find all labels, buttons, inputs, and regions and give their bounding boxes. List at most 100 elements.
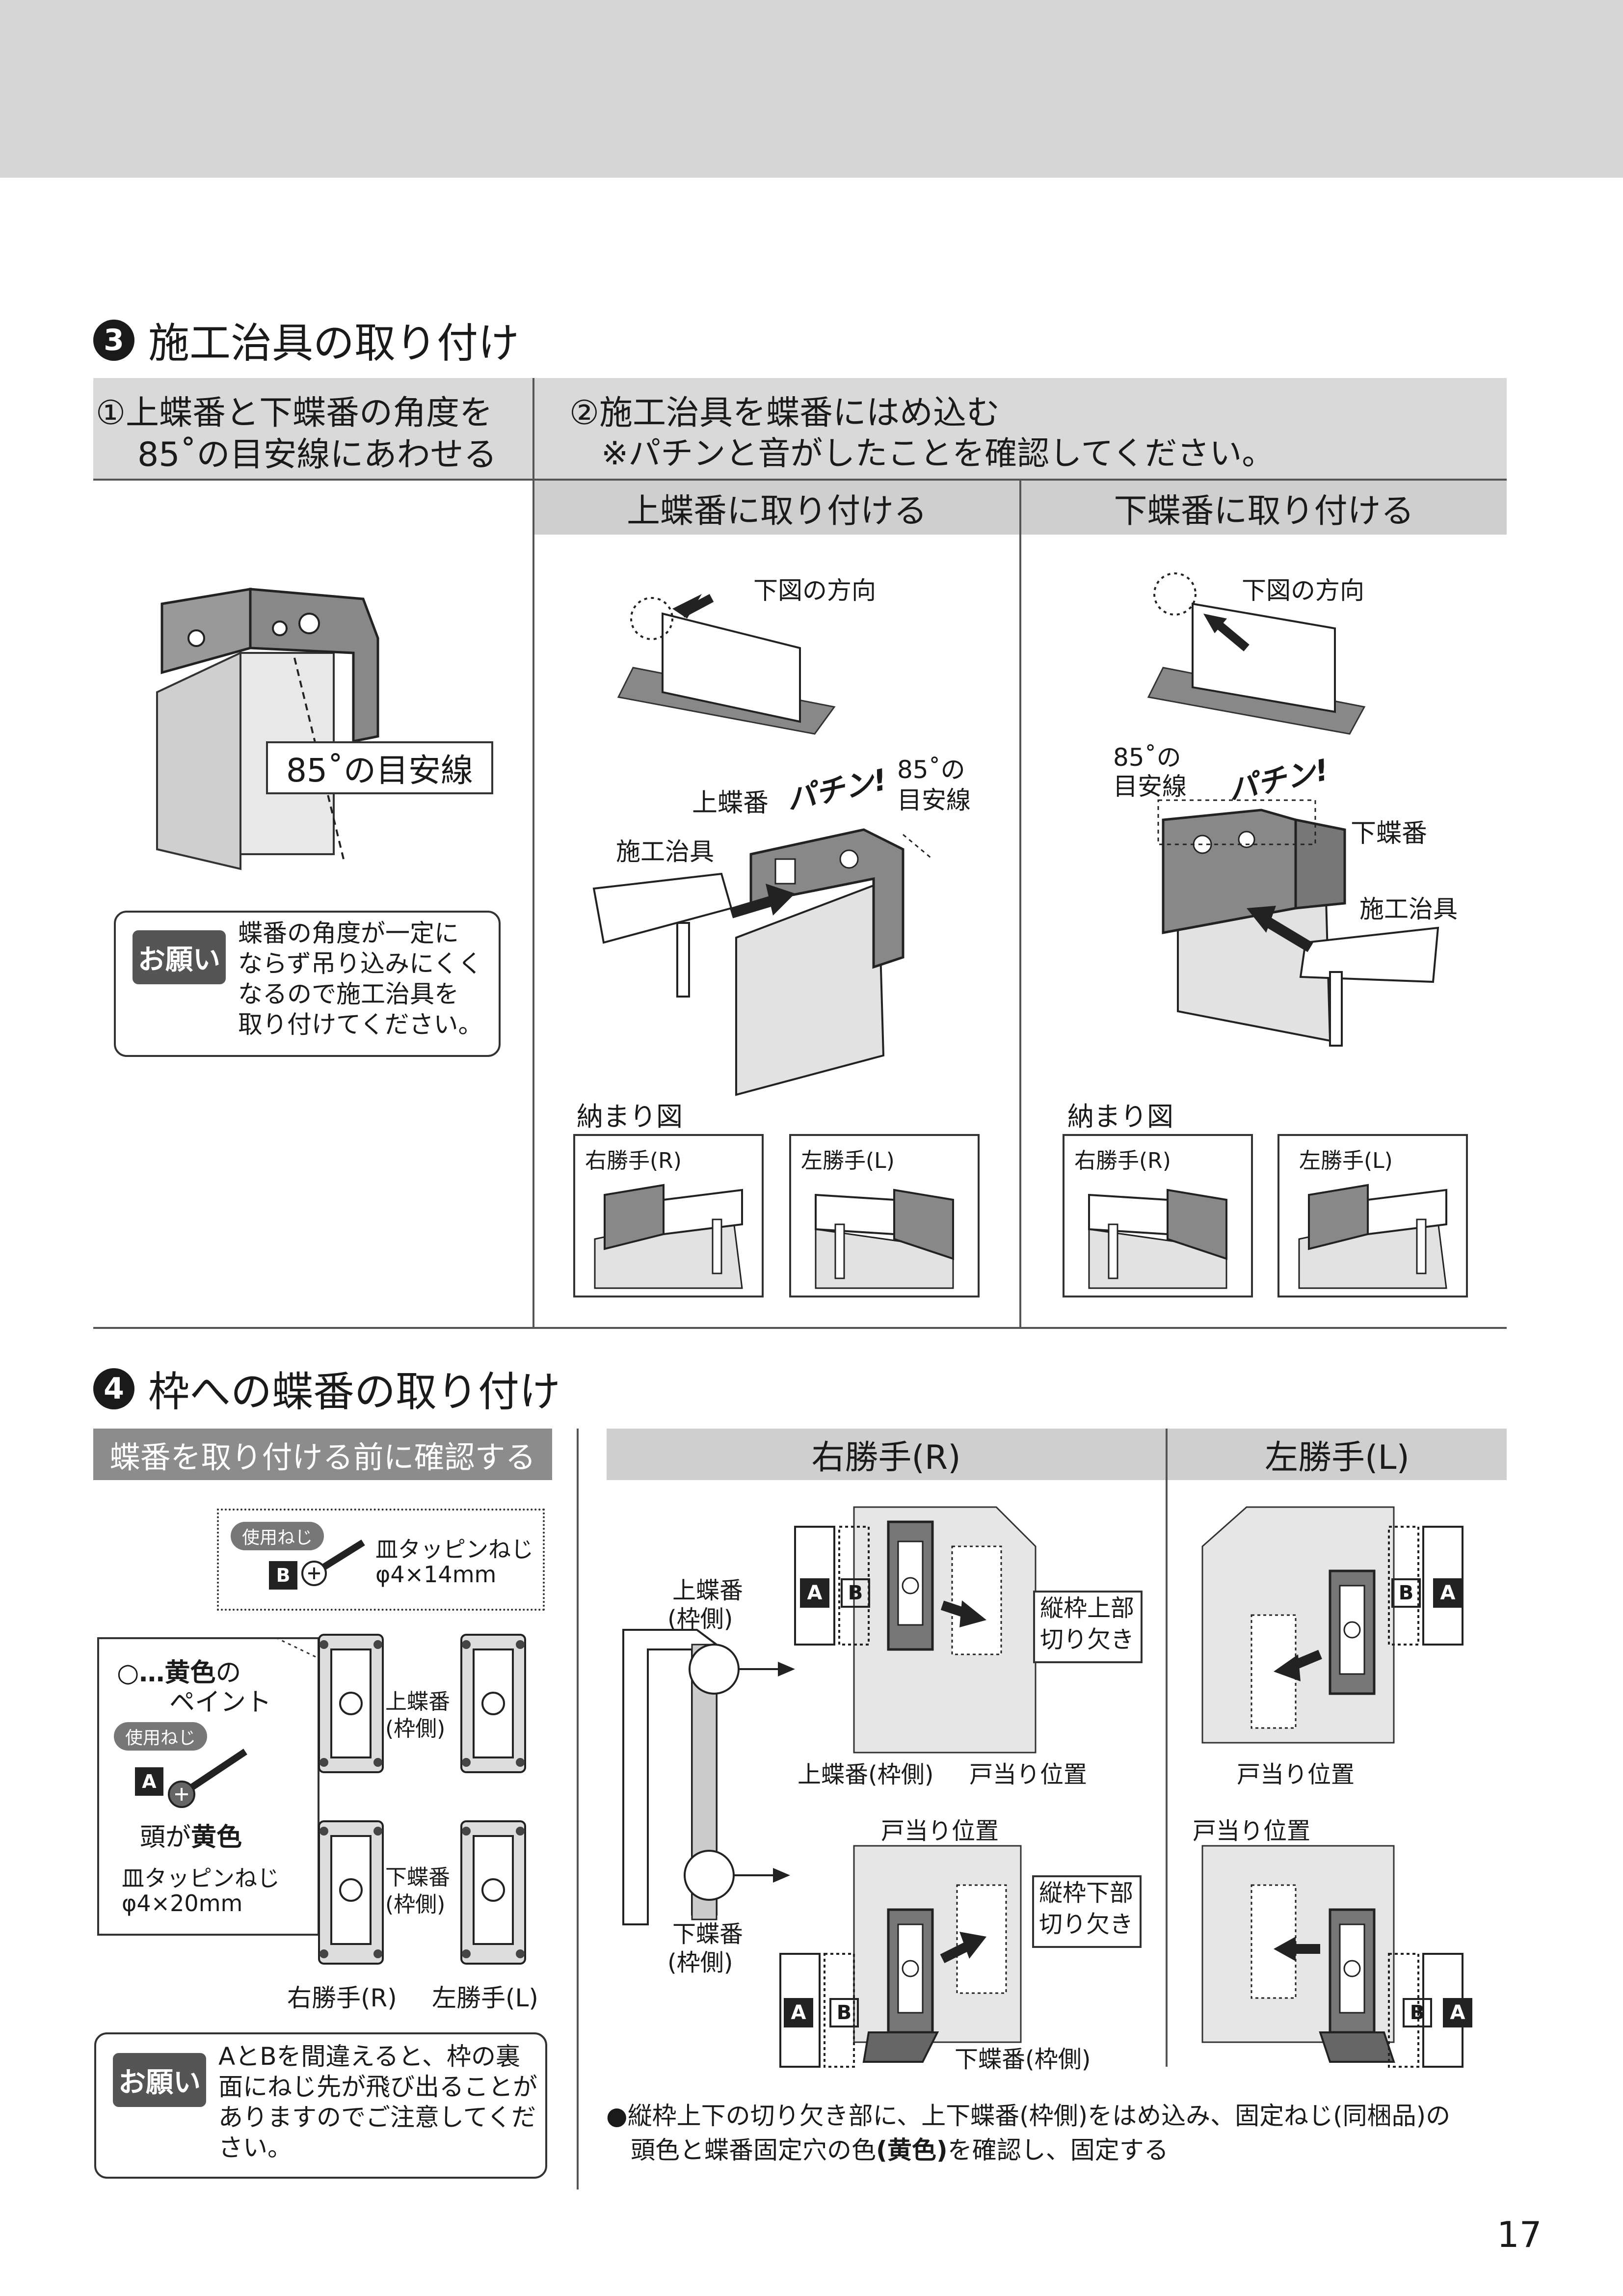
snap-label-upper: パチン! [783,762,890,817]
sec3-request-text: 蝶番の角度が一定に ならず吊り込みにくく なるので施工治具を 取り付けてください… [238,919,483,1039]
lower-frame-label-1: 下蝶番 [385,1865,450,1890]
fit-lower-right-figure [1088,1189,1227,1289]
screw-b-box [217,1509,545,1611]
section-4-title-text: 枠への蝶番の取り付け [148,1368,561,1416]
fit-upper-left-figure [815,1189,954,1289]
door-upper-label-1: 上蝶番 [672,1577,744,1604]
right-upper-install [794,1506,1037,1754]
head-yellow-label: 頭が黄色 [140,1823,242,1852]
right-lower-frame-label: 下蝶番(枠側) [955,2046,1091,2073]
step2-line1: ②施工治具を蝶番にはめ込む [569,394,1000,432]
top-band [0,0,1623,178]
sec4-request-text: AとBを間違えると、枠の裏 面にねじ先が飛び出ることが ありますのでご注意してく… [218,2042,537,2162]
right-lower-install [779,1845,1022,2068]
plates-right-hand: 右勝手(R) [287,1984,397,2012]
left-lower-b: B [1403,1998,1432,2027]
upper-frame-label-2: (枠側) [385,1716,446,1741]
lower-direction-label: 下図の方向 [1242,576,1364,605]
sec3-divider-1 [532,378,534,1328]
sec3-bottom-line [93,1327,1507,1329]
screw-a-letter: A [135,1767,163,1796]
screw-b-size: φ4×14mm [375,1561,497,1588]
fit-upper-right-box: 右勝手(R) [573,1134,764,1297]
right-upper-b: B [841,1578,870,1608]
screw-a-box [97,1637,319,1936]
fit-title-lower: 納まり図 [1067,1101,1173,1132]
left-upper-doorstop: 戸当り位置 [1237,1761,1355,1788]
right-lower-b: B [829,1998,859,2027]
section-3-title-text: 施工治具の取り付け [148,319,520,367]
fit-upper-right-label: 右勝手(R) [585,1148,682,1173]
left-upper-a: A [1433,1578,1463,1608]
section-4-number: 4 [93,1368,134,1409]
lower-frame-label-2: (枠側) [385,1892,446,1917]
right-upper-frame-label: 上蝶番(枠側) [798,1761,934,1788]
upper-hinge-label: 上蝶番 [692,788,769,818]
left-lower-install [1201,1845,1463,2068]
section-3-number: 3 [93,319,134,361]
step1-line2: 85˚の目安線にあわせる [137,435,497,474]
snap-label-lower: パチン! [1225,753,1332,808]
fit-upper-left-box: 左勝手(L) [789,1134,980,1297]
guide85-upper-1: 85˚の [897,756,965,784]
plates-left-hand: 左勝手(L) [432,1984,538,2012]
sec3-request-tag: お願い [133,930,226,984]
lower-mount-illustration [1157,799,1439,1047]
screw-a-tag: 使用ねじ [114,1722,207,1751]
left-upper-b: B [1391,1578,1421,1608]
sec3-header-bottom [93,479,1507,481]
guide85-lower-1: 85˚の [1113,743,1181,772]
sec3-header-row [93,378,1507,479]
fit-lower-left-box: 左勝手(L) [1277,1134,1468,1297]
right-upper-a: A [800,1578,829,1608]
frame-hinge-plates [274,1634,526,1965]
screw-a-name: 皿タッピンねじ [122,1865,280,1891]
fit-upper-right-figure [594,1184,743,1289]
upper-mount-illustration [592,828,933,1096]
sec3-divider-2 [1019,479,1021,1328]
left-upper-install [1201,1506,1463,1744]
lower-hinge-label: 下蝶番 [1351,819,1428,848]
col-left-header: 左勝手(L) [1168,1429,1507,1480]
step1-line1: ①上蝶番と下蝶番の角度を [96,394,493,432]
door-lower-label-1: 下蝶番 [672,1920,744,1948]
section-4-title: 4 枠への蝶番の取り付け [93,1359,560,1418]
yellow-paint-legend: ○…黄色の [117,1658,241,1688]
fit-upper-left-label: 左勝手(L) [801,1148,895,1173]
col-upper-header: 上蝶番に取り付ける [534,481,1019,535]
left-lower-doorstop: 戸当り位置 [1193,1817,1311,1845]
check-header: 蝶番を取り付ける前に確認する [93,1429,552,1480]
upper-frame-label-1: 上蝶番 [385,1689,450,1714]
guide85-lower-2: 目安線 [1113,772,1187,801]
door-frame-sketch [622,1629,795,1925]
screw-b-letter: B [269,1561,297,1590]
notch-bottom-callout: 縦枠下部 切り欠き [1032,1875,1142,1948]
sec4-divider-1 [577,1429,579,2189]
screw-b-tag: 使用ねじ [231,1522,324,1550]
sec4-request-tag: お願い [113,2053,206,2107]
col-right-header: 右勝手(R) [607,1429,1166,1480]
right-lower-a: A [784,1998,813,2027]
screw-b-icon [301,1540,365,1586]
section-3-title: 3 施工治具の取り付け [93,310,519,370]
fit-lower-left-label: 左勝手(L) [1299,1148,1393,1173]
fit-lower-right-box: 右勝手(R) [1063,1134,1253,1297]
step2-line2: ※パチンと音がしたことを確認してください。 [601,434,1275,472]
yellow-paint-legend-2: ペイント [169,1688,272,1717]
tool-label-upper: 施工治具 [616,837,714,866]
lower-direction-illustration [1147,572,1366,735]
screw-b-name: 皿タッピンねじ [375,1536,533,1563]
hinge-angle-illustration [156,588,379,870]
install-note-line2: 頭色と蝶番固定穴の色(黄色)を確認し、固定する [631,2136,1169,2164]
col-lower-header: 下蝶番に取り付ける [1021,481,1507,535]
tool-label-lower: 施工治具 [1359,895,1458,923]
fit-lower-left-figure [1298,1184,1447,1289]
page-number: 17 [1497,2214,1542,2255]
fit-lower-right-label: 右勝手(R) [1074,1148,1171,1173]
guide-line-callout: 85˚の目安線 [266,741,493,794]
install-note-line1: ●縦枠上下の切り欠き部に、上下蝶番(枠側)をはめ込み、固定ねじ(同梱品)の [606,2102,1451,2130]
sec4-divider-2 [1166,1429,1168,2067]
door-lower-label-2: (枠側) [667,1949,733,1976]
left-lower-a: A [1443,1998,1472,2027]
upper-direction-label: 下図の方向 [753,576,876,605]
